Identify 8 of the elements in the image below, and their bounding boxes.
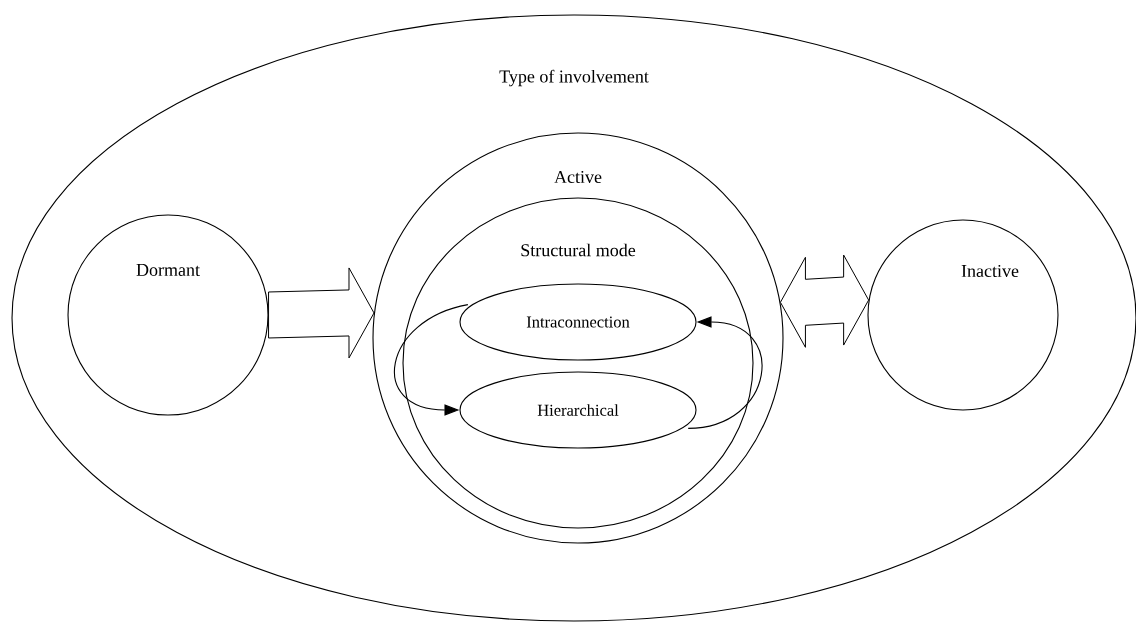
curved-arrow — [687, 316, 763, 429]
block-arrow — [268, 267, 375, 359]
curved-arrow — [394, 304, 469, 416]
ellipse-node: Hierarchical — [459, 371, 697, 449]
circle-node: Dormant — [67, 214, 269, 416]
circle-node: Inactive — [867, 219, 1059, 411]
ellipse-node: Intraconnection — [459, 283, 697, 361]
block-arrow — [779, 254, 870, 348]
